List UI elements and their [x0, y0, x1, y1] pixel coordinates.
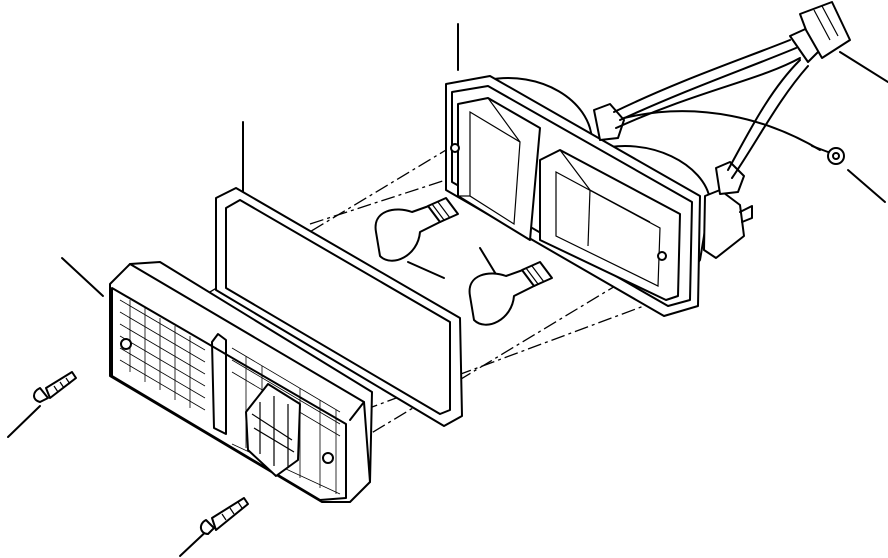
- wire-harness: [613, 1, 851, 179]
- leader-lens: [61, 257, 104, 297]
- housing: [445, 75, 753, 317]
- screw-upper: [33, 371, 77, 403]
- lens: [109, 261, 373, 503]
- screw-lower: [200, 497, 249, 535]
- wire-harness-connector: [789, 1, 851, 63]
- gasket: [215, 187, 463, 427]
- leader-screw-upper: [7, 405, 41, 438]
- leader-ground-terminal: [847, 169, 886, 203]
- leader-bulb-left: [407, 261, 445, 279]
- lens-left-texture: [119, 299, 206, 411]
- bulb-left: [374, 197, 459, 262]
- leader-bulb-right: [479, 247, 498, 277]
- leader-lines: [7, 23, 888, 557]
- bulb-right: [468, 261, 553, 326]
- lens-reflector: [245, 383, 301, 477]
- ground-terminal: [811, 145, 845, 165]
- leader-connector: [839, 51, 888, 83]
